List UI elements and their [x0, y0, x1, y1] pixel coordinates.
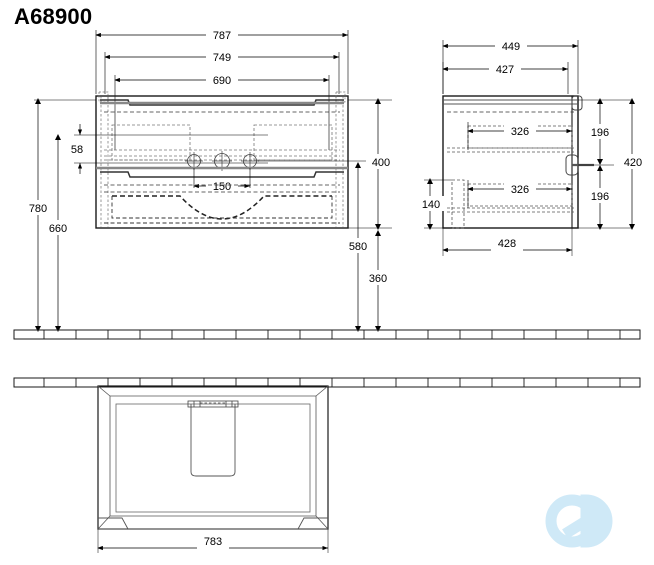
dim-label: 660	[49, 223, 67, 235]
dim-side-428: 428	[442, 228, 573, 256]
dim-label: 427	[496, 64, 514, 76]
front-elevation-view: 787 749 690	[24, 27, 396, 332]
bottom-plan-view: 783	[97, 385, 329, 553]
dim-label: 196	[591, 191, 609, 203]
dim-label: 196	[591, 127, 609, 139]
plan-inner-edges	[97, 385, 329, 530]
front-mount-tabs	[98, 91, 346, 103]
dim-label: 749	[213, 52, 231, 64]
dim-front-360: 360	[364, 230, 394, 332]
dim-label: 580	[349, 241, 367, 253]
dim-label: 690	[213, 75, 231, 87]
dim-front-58: 58	[64, 124, 268, 174]
plan-siphon-chute	[187, 400, 239, 477]
front-extension-lines	[95, 30, 349, 150]
dim-label: 58	[71, 144, 83, 156]
side-elevation-view: 449 427	[416, 38, 648, 256]
page-title: A68900	[14, 4, 93, 29]
dim-label: 326	[511, 184, 529, 196]
side-top-grip	[443, 95, 583, 111]
front-upper-drawer-grip	[100, 99, 344, 106]
dim-label: 428	[498, 238, 516, 250]
dim-side-427: 427	[442, 61, 568, 76]
dim-side-326-lower: 326	[467, 180, 572, 208]
dim-front-580: 580	[344, 162, 374, 332]
dim-label: 420	[624, 157, 642, 169]
dim-front-749: 749	[104, 49, 339, 64]
dim-plan-783: 783	[97, 529, 329, 553]
dim-side-196-upper: 196	[586, 98, 616, 165]
front-cabinet-body	[95, 95, 349, 229]
dim-label: 150	[213, 181, 231, 193]
dim-front-690: 690	[114, 72, 329, 87]
dim-front-150: 150	[193, 168, 251, 193]
front-lower-drawer-box	[104, 196, 340, 224]
dim-front-400: 400	[366, 98, 396, 230]
dim-side-196-lower: 196	[586, 165, 616, 230]
dim-side-449: 449	[442, 38, 578, 53]
dim-front-780: 780	[24, 98, 96, 332]
dim-label: 783	[204, 536, 222, 548]
plan-base-plinth	[98, 517, 328, 530]
dim-label: 449	[502, 41, 520, 53]
dim-label: 360	[369, 273, 387, 285]
dim-label: 780	[29, 203, 47, 215]
front-side-panel-lines	[100, 96, 344, 228]
dim-label: 140	[422, 199, 440, 211]
front-right-ext-lines	[258, 99, 392, 229]
plan-outer-body	[97, 385, 329, 530]
dim-label: 326	[511, 126, 529, 138]
dim-front-660: 660	[44, 134, 74, 332]
side-right-ext-lines	[578, 99, 632, 229]
plan-basin-panel	[115, 403, 311, 513]
dim-side-140: 140	[416, 178, 452, 230]
dim-front-787: 787	[95, 27, 348, 42]
floor-band-upper	[13, 329, 641, 340]
dim-label: 787	[213, 30, 231, 42]
dim-side-326-upper: 326	[467, 122, 572, 150]
dim-label: 400	[372, 157, 390, 169]
front-lower-drawer-hidden	[104, 184, 340, 193]
dim-side-420: 420	[618, 98, 648, 230]
front-lower-drawer-grip	[100, 171, 344, 178]
cd-logo-watermark	[545, 494, 613, 548]
front-siphon-cutout-arc	[112, 195, 332, 220]
